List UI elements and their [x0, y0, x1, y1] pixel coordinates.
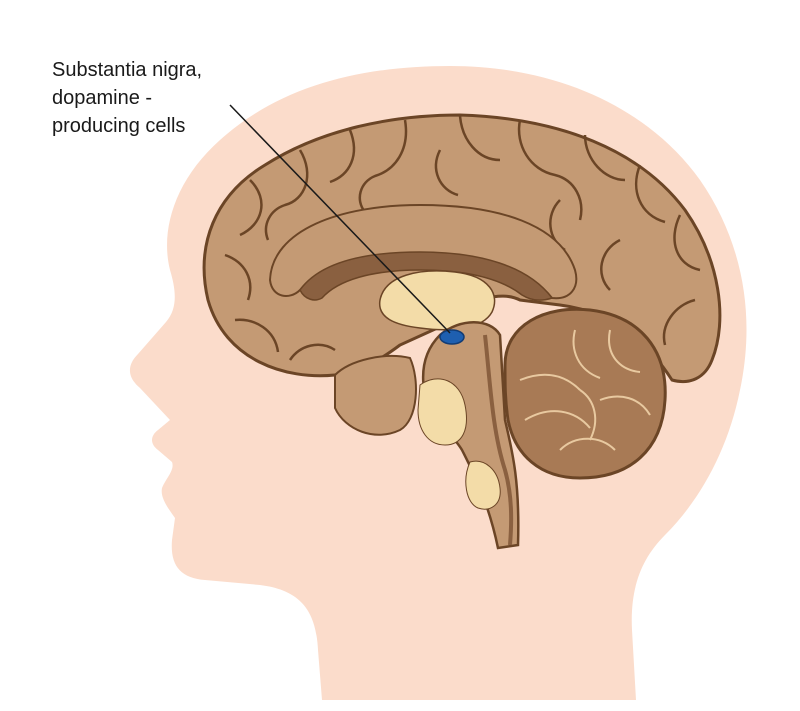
medulla — [465, 460, 501, 510]
brainstem-groove — [483, 334, 514, 546]
annotation-line-1: Substantia nigra, — [52, 59, 203, 81]
substantia-nigra — [439, 329, 465, 345]
temporal-lobe — [334, 355, 417, 436]
annotation-line-2: dopamine - — [52, 87, 153, 109]
annotation-leader-line — [229, 104, 451, 334]
corpus-callosum — [299, 251, 554, 301]
cerebellum-folds — [519, 329, 651, 451]
annotation-label: Substantia nigra, dopamine - producing c… — [52, 56, 272, 140]
thalamus — [379, 270, 496, 331]
annotation-line-3: producing cells — [52, 115, 186, 137]
pons — [417, 378, 467, 446]
brain — [202, 113, 722, 550]
cortex-folds — [224, 115, 701, 361]
